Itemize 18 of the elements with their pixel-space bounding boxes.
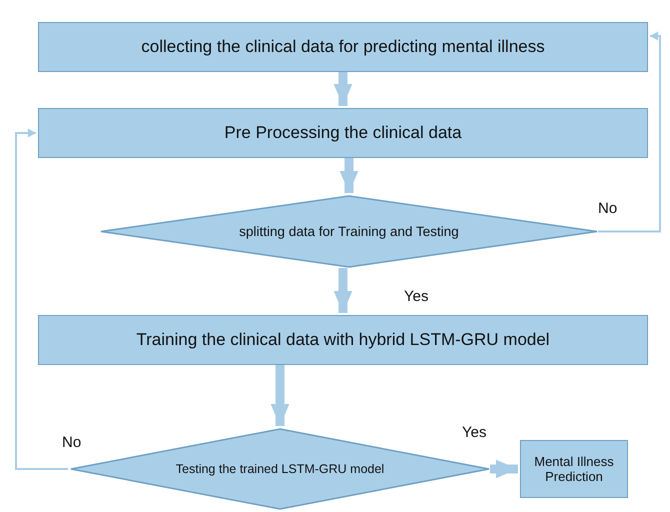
decision-text: Testing the trained LSTM-GRU model	[174, 462, 386, 476]
process-box	[38, 315, 648, 365]
arrow	[15, 128, 68, 470]
arrow	[334, 268, 352, 313]
process-box	[38, 108, 648, 158]
arrow	[334, 72, 352, 106]
step-text: collecting the clinical data for predicting mental illness	[140, 37, 546, 57]
arrow	[270, 365, 290, 426]
step-text: Pre Processing the clinical data	[223, 123, 463, 143]
decision-text: splitting data for Training and Testing	[238, 224, 460, 239]
arrow	[340, 158, 358, 193]
process-box	[38, 22, 648, 72]
process-box	[520, 440, 628, 498]
arrow	[598, 32, 661, 232]
decision-diamond	[100, 195, 598, 268]
step-text: Training the clinical data with hybrid LSTM-GRU model	[135, 330, 551, 350]
step-text: Mental Illness Prediction	[533, 454, 615, 484]
arrow	[490, 460, 518, 478]
